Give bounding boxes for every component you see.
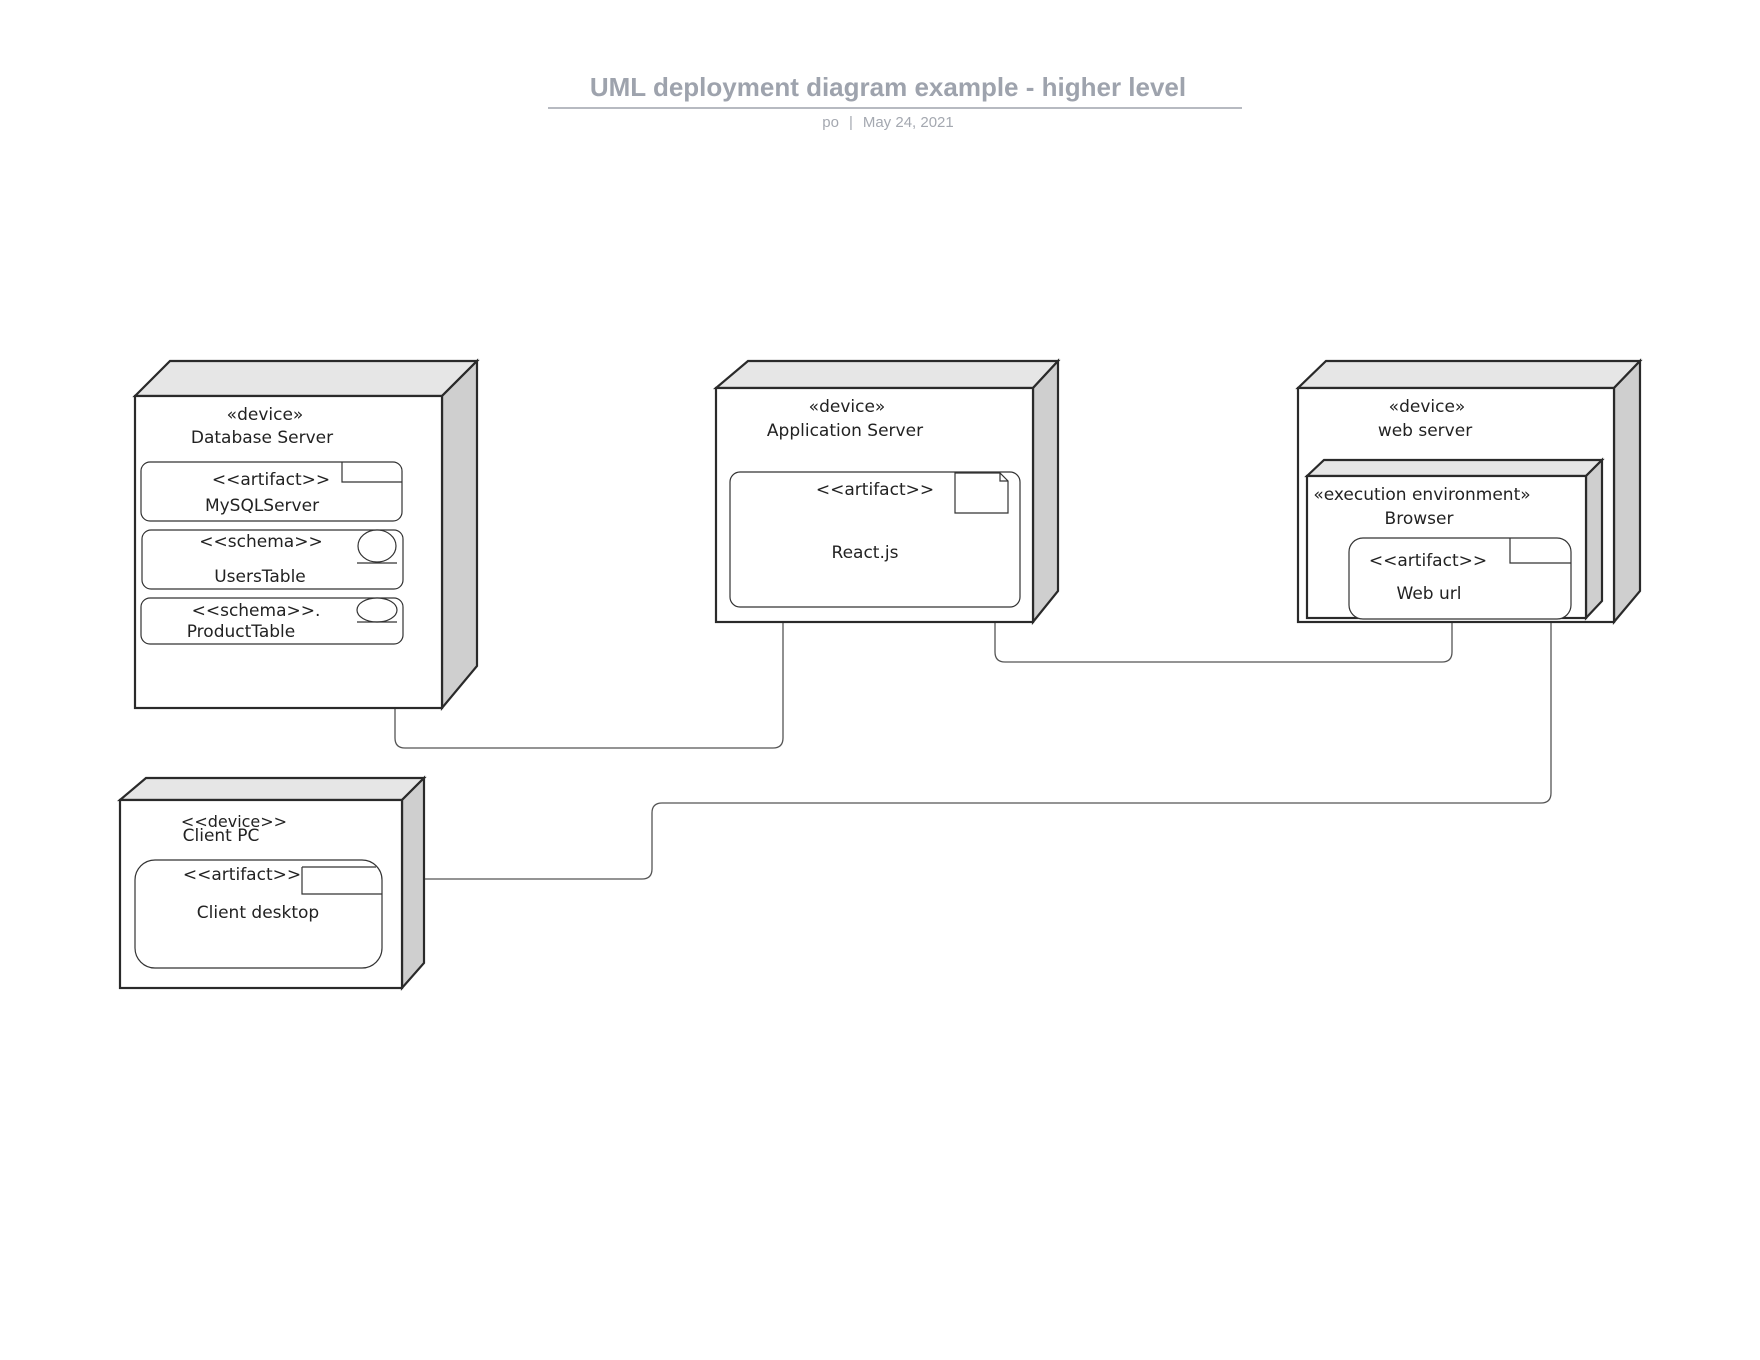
browser-env-stereotype: «execution environment» (1313, 485, 1530, 505)
client-desktop-artifact-box (134, 859, 383, 969)
react-artifact-box (729, 471, 1021, 608)
producttable-schema-stereotype: <<schema>>. (192, 601, 321, 621)
browser-env-top-face (1304, 458, 1605, 478)
application-server-stereotype: «device» (809, 397, 886, 417)
client-desktop-artifact[interactable]: <<artifact>> Client desktop (134, 859, 383, 969)
application-server-top-face (712, 359, 1061, 390)
mysqlserver-artifact-box (140, 461, 403, 522)
userstable-schema[interactable]: <<schema>> UsersTable (141, 529, 404, 590)
client-pc-stereotype: <<device>> (181, 812, 287, 831)
client-pc-top-face (116, 776, 427, 802)
database-server-stereotype: «device» (227, 405, 304, 425)
web-server-name: web server (1378, 421, 1472, 441)
web-server-side-face (1612, 358, 1642, 626)
artifact-document-icon (341, 462, 402, 483)
browser-env-side-face (1584, 457, 1604, 621)
producttable-schema-name: ProductTable (187, 622, 296, 642)
web-server-node[interactable]: «device» web server «execution environme… (1295, 358, 1643, 626)
document-meta: po | May 24, 2021 (0, 114, 1760, 131)
page-title: UML deployment diagram example - higher … (589, 72, 1187, 102)
web-url-artifact-stereotype: <<artifact>> (1369, 551, 1487, 571)
web-server-top-face (1295, 359, 1643, 390)
react-artifact-stereotype: <<artifact>> (816, 480, 934, 500)
mysqlserver-artifact-name: MySQLServer (205, 496, 319, 516)
author-name: po (822, 114, 839, 131)
web-url-artifact-box (1348, 537, 1572, 620)
connector-app-to-web[interactable] (994, 618, 1453, 663)
browser-execution-environment[interactable]: «execution environment» Browser <<artifa… (1304, 457, 1605, 621)
browser-env-name: Browser (1385, 509, 1454, 529)
client-pc-side-face (400, 775, 426, 991)
application-server-side-face (1031, 358, 1060, 626)
database-server-top-face (132, 359, 480, 398)
web-url-artifact-name: Web url (1397, 584, 1462, 604)
connectors (394, 618, 1552, 880)
producttable-schema[interactable]: <<schema>>. ProductTable (140, 597, 404, 645)
title-underline (548, 107, 1242, 109)
document-date: May 24, 2021 (862, 114, 954, 131)
client-pc-name: Client PC (183, 826, 260, 846)
connector-db-to-app[interactable] (394, 622, 784, 749)
client-desktop-artifact-stereotype: <<artifact>> (183, 865, 301, 885)
producttable-schema-box (140, 597, 404, 645)
userstable-schema-name: UsersTable (214, 567, 306, 587)
client-pc-node[interactable]: <<device>> Client PC <<artifact>> Client… (116, 775, 427, 991)
mysqlserver-artifact-stereotype: <<artifact>> (212, 470, 330, 490)
application-server-name: Application Server (767, 421, 923, 441)
schema-circle-icon (357, 529, 397, 563)
react-artifact-name: React.js (832, 543, 899, 563)
database-server-name: Database Server (191, 428, 333, 448)
database-server-side-face (440, 358, 479, 712)
artifact-document-icon (1509, 538, 1571, 564)
meta-separator: | (848, 114, 853, 131)
application-server-node[interactable]: «device» Application Server <<artifact>>… (712, 358, 1061, 626)
artifact-document-icon (301, 867, 382, 895)
database-server-node[interactable]: «device» Database Server <<artifact>> My… (132, 358, 480, 712)
web-url-artifact[interactable]: <<artifact>> Web url (1348, 537, 1572, 620)
document-corner-fold-icon (999, 473, 1008, 482)
mysqlserver-artifact[interactable]: <<artifact>> MySQLServer (140, 461, 403, 522)
react-artifact[interactable]: <<artifact>> React.js (729, 471, 1021, 608)
schema-circle-icon (356, 597, 398, 623)
userstable-schema-stereotype: <<schema>> (199, 532, 322, 552)
userstable-schema-box (141, 529, 404, 590)
web-server-stereotype: «device» (1389, 397, 1466, 417)
client-desktop-artifact-name: Client desktop (197, 903, 319, 923)
artifact-document-icon (954, 472, 1009, 514)
connector-client-to-web[interactable] (421, 622, 1552, 880)
